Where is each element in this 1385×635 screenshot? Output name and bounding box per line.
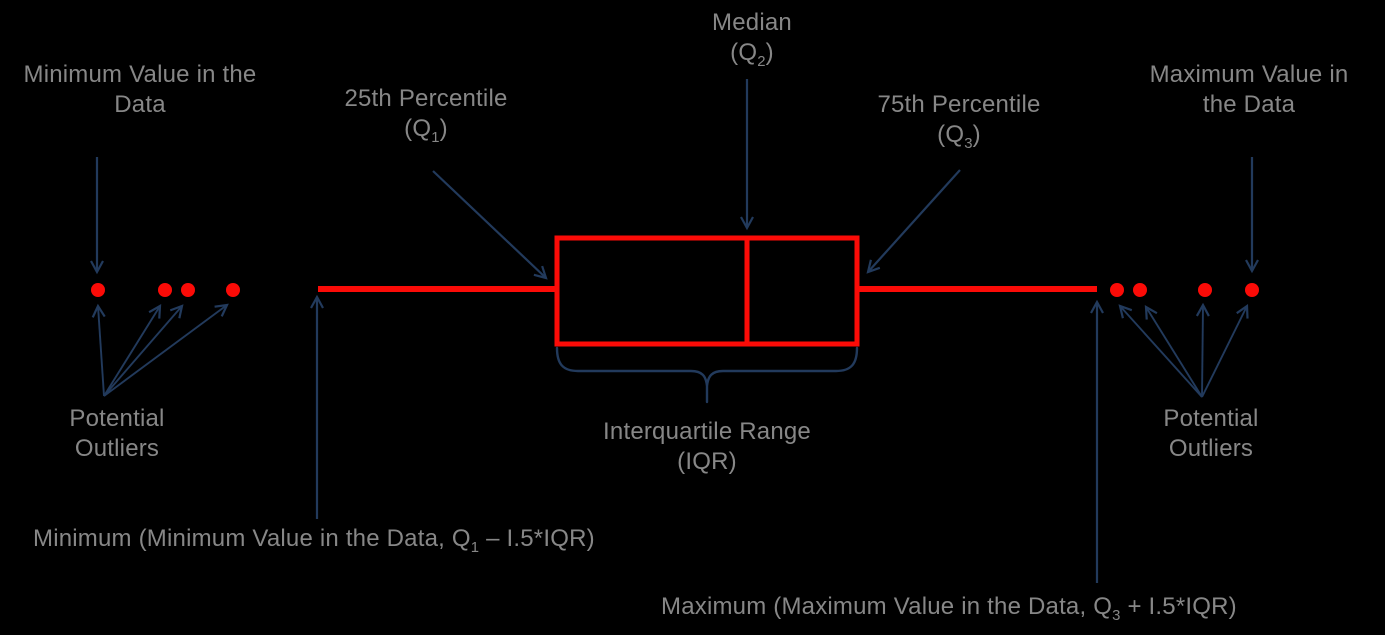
- outlier-fan-left-arrow: [103, 304, 184, 397]
- q3-arrow: [866, 169, 961, 274]
- outlier-fan-left-arrow: [103, 303, 229, 397]
- outlier-fan-right-arrow: [1201, 303, 1249, 398]
- boxplot-box: [554, 235, 860, 347]
- outlier-dot: [1133, 283, 1147, 297]
- outlier-fan-right-arrow: [1195, 302, 1210, 398]
- max-value-label-line1: Maximum Value in: [1149, 61, 1349, 88]
- outlier-dot: [1110, 283, 1124, 297]
- maximum-formula-subscript: 3: [1112, 607, 1121, 624]
- minimum-formula-text: Minimum (Minimum Value in the Data, Q: [33, 525, 471, 552]
- q3-label-line2: (Q3): [859, 120, 1059, 159]
- iqr-label-line1: Interquartile Range: [603, 418, 811, 445]
- potential-outliers-left-label: Potential Outliers: [37, 404, 197, 464]
- outlier-fan-right-arrow: [1144, 305, 1203, 398]
- outlier-dot: [226, 283, 240, 297]
- outlier-dot: [91, 283, 105, 297]
- max-value-label: Maximum Value in the Data: [1139, 60, 1359, 120]
- potential-outliers-right-label: Potential Outliers: [1131, 404, 1291, 464]
- median-label-line2: (Q2): [692, 38, 812, 77]
- potential-outliers-right-line2: Outliers: [1168, 435, 1254, 462]
- min-value-label: Minimum Value in the Data: [15, 60, 265, 120]
- iqr-label: Interquartile Range (IQR): [577, 417, 837, 477]
- outlier-dot: [181, 283, 195, 297]
- median-label: Median (Q2): [692, 8, 812, 77]
- outlier-fan-left-arrow: [103, 304, 162, 397]
- q3-label-line1: 75th Percentile: [877, 91, 1041, 118]
- minimum-formula-subscript: 1: [470, 539, 480, 556]
- q1-label-suffix: ): [439, 115, 448, 142]
- maximum-formula-text: Maximum (Maximum Value in the Data, Q: [661, 593, 1113, 620]
- outlier-fan-right-arrow: [1118, 304, 1203, 398]
- minimum-formula-suffix: – I.5*IQR): [479, 525, 595, 552]
- minimum-formula-label: Minimum (Minimum Value in the Data, Q1 –…: [33, 524, 595, 563]
- q1-label-text: 25th Percentile (Q: [344, 85, 508, 142]
- iqr-label-line2: (IQR): [677, 448, 737, 475]
- median-label-text: (Q: [730, 39, 758, 66]
- q3-label-suffix: ): [972, 121, 981, 148]
- median-label-suffix: ): [765, 39, 774, 66]
- outlier-dot: [1245, 283, 1259, 297]
- q3-label-subscript: 3: [964, 135, 973, 152]
- min-value-label-line2: Data: [114, 91, 166, 118]
- q1-label: 25th Percentile (Q1): [320, 84, 532, 153]
- maximum-formula-suffix: + I.5*IQR): [1120, 593, 1237, 620]
- q3-label-text: (Q: [937, 121, 965, 148]
- outlier-dot: [158, 283, 172, 297]
- iqr-brace: [555, 346, 859, 404]
- q1-label-subscript: 1: [431, 129, 440, 146]
- median-label-subscript: 2: [757, 53, 766, 70]
- potential-outliers-left-line2: Outliers: [74, 435, 160, 462]
- maximum-formula-label: Maximum (Maximum Value in the Data, Q3 +…: [661, 592, 1237, 631]
- outlier-fan-left-arrow: [91, 303, 106, 397]
- q1-arrow: [432, 170, 548, 280]
- potential-outliers-right-line1: Potential: [1163, 405, 1259, 432]
- median-label-line1: Median: [712, 9, 792, 36]
- outlier-dot: [1198, 283, 1212, 297]
- min-value-label-line1: Minimum Value in the: [23, 61, 257, 88]
- q3-label: 75th Percentile (Q3): [859, 90, 1059, 159]
- potential-outliers-left-line1: Potential: [69, 405, 165, 432]
- max-value-label-line2: the Data: [1202, 91, 1296, 118]
